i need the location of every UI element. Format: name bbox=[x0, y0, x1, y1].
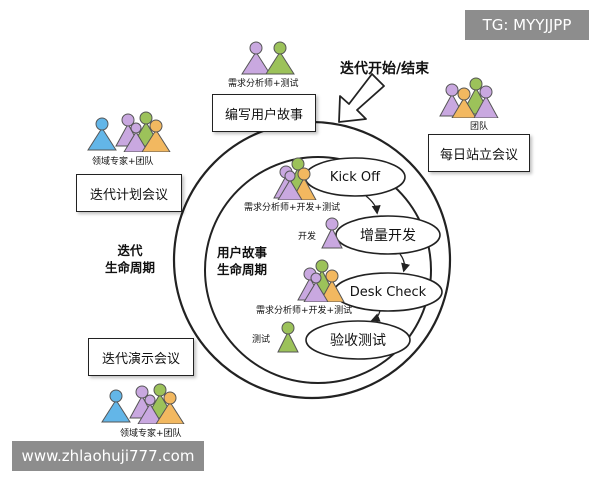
people-group-kickoff bbox=[273, 157, 317, 200]
caption-dev: 开发 bbox=[298, 232, 317, 242]
people-group-desk-check bbox=[297, 259, 345, 302]
people-group-domain-expert-team-bottom bbox=[101, 383, 185, 424]
caption-test: 测试 bbox=[252, 335, 271, 345]
flow-arrow-3 bbox=[370, 310, 381, 322]
people-group-domain-expert-team-top bbox=[87, 111, 171, 152]
daily-standup-label: 每日站立会议 bbox=[439, 147, 518, 163]
people-group-ba-test bbox=[241, 41, 295, 75]
iteration-lifecycle-line2: 生命周期 bbox=[104, 260, 155, 275]
caption-team: 团队 bbox=[470, 122, 489, 132]
flow-arrow-1 bbox=[365, 195, 381, 215]
caption-domain-expert-team-bottom: 领域专家+团队 bbox=[120, 429, 182, 439]
incremental-dev-ellipse bbox=[335, 215, 441, 255]
watermark-top: TG: MYYJJPP bbox=[465, 10, 589, 40]
iteration-start-end-label: 迭代开始/结束 bbox=[340, 61, 430, 77]
people-test bbox=[277, 321, 299, 353]
caption-ba-test: 需求分析师+测试 bbox=[228, 79, 299, 89]
flow-arrow-2 bbox=[399, 253, 410, 273]
watermark-bottom: www.zhlaohuji777.com bbox=[12, 441, 204, 471]
daily-standup-box: 每日站立会议 bbox=[428, 134, 530, 172]
people-group-team bbox=[439, 77, 499, 118]
iteration-lifecycle-line1: 迭代 bbox=[117, 243, 143, 258]
acceptance-test-ellipse bbox=[305, 320, 411, 360]
story-lifecycle-label: 用户故事 生命周期 bbox=[210, 244, 274, 278]
iteration-planning-label: 迭代计划会议 bbox=[89, 187, 168, 203]
iteration-lifecycle-label: 迭代 生命周期 bbox=[100, 242, 160, 276]
people-dev bbox=[321, 217, 343, 249]
write-user-story-label: 编写用户故事 bbox=[224, 107, 303, 123]
iteration-demo-box: 迭代演示会议 bbox=[88, 338, 194, 376]
caption-domain-expert-team-top: 领域专家+团队 bbox=[92, 157, 154, 167]
caption-ba-dev-test-kickoff: 需求分析师+开发+测试 bbox=[244, 203, 341, 213]
write-user-story-box: 编写用户故事 bbox=[212, 94, 316, 132]
iteration-planning-box: 迭代计划会议 bbox=[76, 174, 182, 212]
story-lifecycle-line2: 生命周期 bbox=[216, 262, 267, 277]
caption-ba-dev-test-desk: 需求分析师+开发+测试 bbox=[256, 306, 353, 316]
iteration-demo-label: 迭代演示会议 bbox=[101, 351, 180, 367]
start-arrow bbox=[338, 73, 385, 123]
story-lifecycle-line1: 用户故事 bbox=[216, 245, 267, 260]
